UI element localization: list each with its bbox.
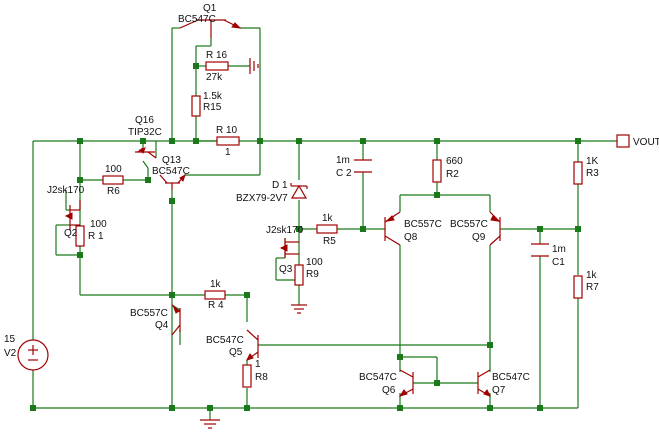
q1-part: BC547C (178, 14, 216, 25)
q9-part: BC557C (450, 219, 488, 230)
c2-ref: C 2 (336, 168, 352, 179)
jfet-q3-symbol (279, 238, 299, 258)
d1-part: BZX79-2V7 (236, 193, 288, 204)
resistor-r6-symbol (102, 175, 124, 185)
q2-ref: Q2 (64, 228, 78, 239)
c1-ref: C1 (552, 257, 565, 268)
q16-part: TIP32C (128, 127, 162, 138)
r5-ref: R5 (323, 236, 336, 247)
r3-value: 1K (586, 156, 599, 167)
c2-value: 1m (336, 155, 350, 166)
transistor-q6-symbol (398, 369, 414, 397)
r10-ref: R 10 (216, 125, 238, 136)
q7-part: BC547C (492, 372, 530, 383)
r6-ref: R6 (107, 186, 120, 197)
q6-part: BC547C (359, 372, 397, 383)
r7-value: 1k (586, 270, 598, 281)
resistor-r7-symbol (573, 275, 583, 299)
r15-ref: R15 (203, 102, 222, 113)
r2-value: 660 (446, 156, 463, 167)
d1-ref: D 1 (272, 180, 288, 191)
transistor-q9-symbol (489, 211, 501, 246)
r1-value: 100 (90, 219, 107, 230)
resistor-r10-symbol (216, 136, 240, 146)
r5-value: 1k (322, 213, 334, 224)
r9-ref: R9 (306, 269, 319, 280)
q8-part: BC557C (404, 219, 442, 230)
zener-d1-symbol (290, 183, 308, 199)
r7-ref: R7 (586, 282, 599, 293)
v2-value: 15 (4, 334, 16, 345)
q4-ref: Q4 (155, 320, 169, 331)
transistor-q7-symbol (477, 369, 491, 397)
transistor-q16-symbol (135, 147, 157, 159)
r6-value: 100 (105, 164, 122, 175)
q2-part: J2sk170 (47, 185, 85, 196)
resistor-r9-symbol (294, 264, 304, 286)
r16-ref: R 16 (206, 50, 228, 61)
resistor-r8-symbol (242, 364, 252, 388)
resistor-r1-symbol (75, 225, 85, 247)
r3-ref: R3 (586, 168, 599, 179)
q6-ref: Q6 (382, 385, 396, 396)
r10-value: 1 (225, 147, 231, 158)
jfet-q2-symbol (64, 200, 81, 230)
ground-symbol-bottom (200, 419, 220, 429)
r4-ref: R 4 (208, 300, 224, 311)
c1-value: 1m (552, 244, 566, 255)
voltage-source-v2-symbol (17, 339, 49, 371)
q4-part: BC557C (130, 308, 168, 319)
transistor-q1-symbol (179, 19, 242, 38)
r1-ref: R 1 (88, 231, 104, 242)
transistor-q13-symbol (159, 173, 186, 190)
q1-ref: Q1 (203, 3, 217, 14)
resistor-r15-symbol (191, 95, 201, 117)
labels: Q1 BC547C R 16 27k 1.5k R15 Q16 TIP32C R… (4, 3, 659, 396)
transistor-q8-symbol (384, 211, 401, 246)
q3-part: J2sk170 (266, 225, 304, 236)
r16-value: 27k (206, 72, 223, 83)
resistor-r3-symbol (573, 161, 583, 185)
q3-ref: Q3 (279, 264, 293, 275)
r4-value: 1k (210, 279, 222, 290)
q16-ref: Q16 (135, 115, 154, 126)
q5-part: BC547C (206, 335, 244, 346)
resistor-r5-symbol (316, 224, 338, 234)
r15-value: 1.5k (203, 91, 223, 102)
q13-ref: Q13 (162, 155, 181, 166)
transistor-q5-symbol (246, 329, 259, 361)
q5-ref: Q5 (229, 347, 243, 358)
vout-port-symbol (616, 134, 630, 148)
q13-part: BC547C (152, 166, 190, 177)
v2-ref: V2 (4, 348, 17, 359)
r8-ref: R8 (255, 372, 268, 383)
r9-value: 100 (306, 257, 323, 268)
r8-value: 1 (255, 359, 261, 370)
transistor-q4-symbol (171, 304, 181, 336)
q9-ref: Q9 (472, 232, 486, 243)
vout-label: VOUT (633, 137, 659, 148)
ground-symbol-r16 (249, 58, 259, 74)
wires (32, 27, 617, 420)
q8-ref: Q8 (404, 232, 418, 243)
resistor-r4-symbol (204, 290, 226, 300)
resistor-r16-symbol (205, 61, 229, 71)
q7-ref: Q7 (492, 385, 506, 396)
resistor-r2-symbol (432, 159, 442, 183)
capacitor-c2-symbol (354, 159, 372, 173)
r2-ref: R2 (446, 169, 459, 180)
ground-symbol-q3 (291, 304, 307, 314)
capacitor-c1-symbol (531, 243, 549, 257)
